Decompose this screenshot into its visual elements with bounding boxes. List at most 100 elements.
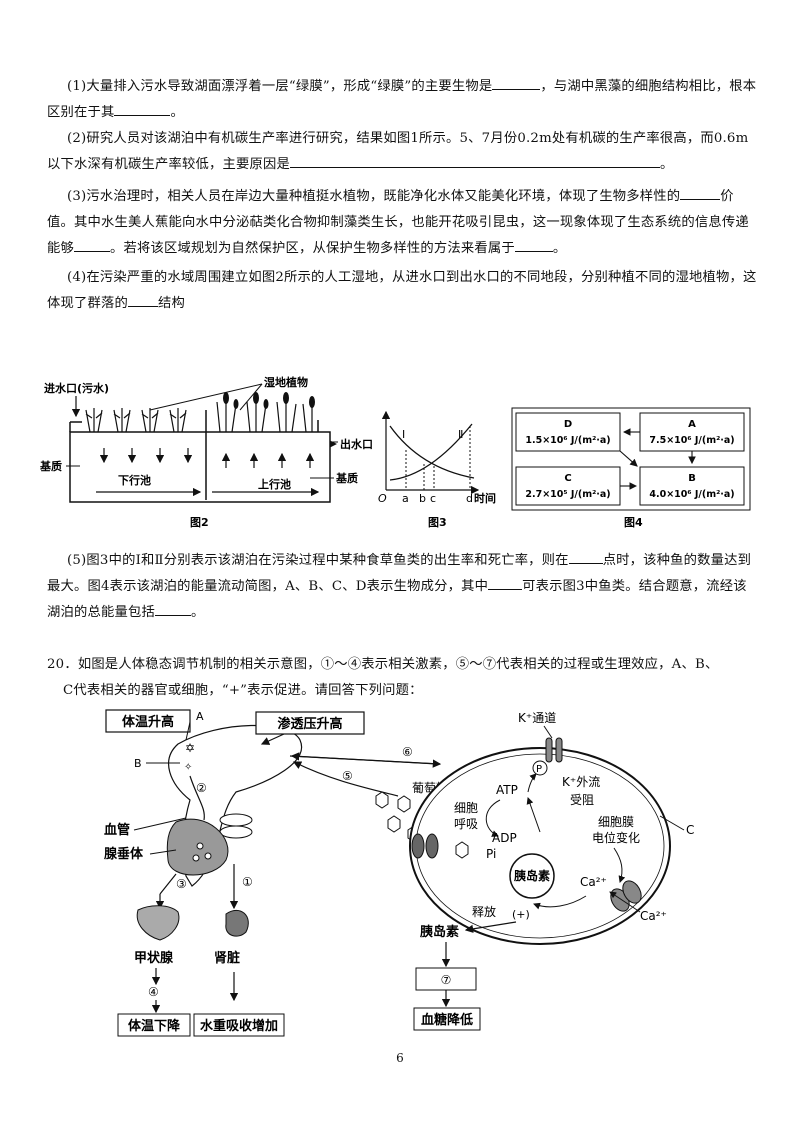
- label-a: A: [196, 710, 204, 723]
- svg-text:水重吸收增加: 水重吸收增加: [200, 1018, 278, 1034]
- svg-text:⑥: ⑥: [402, 745, 413, 759]
- svg-text:①: ①: [242, 875, 253, 889]
- svg-text:体温升高: 体温升高: [122, 714, 174, 730]
- water-reabs-box: [193, 1013, 285, 1037]
- beta-cell: [409, 747, 671, 945]
- svg-text:Ca²⁺: Ca²⁺: [640, 909, 667, 923]
- svg-text:呼吸: 呼吸: [454, 817, 478, 831]
- figures-2-3-4: 进水口(污水) 湿地植物: [39, 375, 751, 529]
- figure-homeostasis: 体温升高 A ✡ ✧ B ② 血管 腺垂体 ③ ① 甲状腺 肾脏 ④ 体温下降 …: [104, 709, 694, 1037]
- svg-text:渗透压升高: 渗透压升高: [277, 716, 342, 732]
- svg-text:C: C: [564, 473, 571, 484]
- inlet-label: 进水口(污水): [44, 381, 109, 395]
- q19-part2: (2)研究人员对该湖泊中有机碳生产率进行研究，结果如图1所示。5、7月份0.2m…: [47, 131, 749, 172]
- q19-part3: (3)污水治理时，相关人员在岸边大量种植挺水植物，既能净化水体又能美化环境，体现…: [47, 184, 759, 262]
- q20-stem: 20．如图是人体稳态调节机制的相关示意图，①～④表示相关激素，⑤～⑦代表相关的过…: [47, 657, 719, 698]
- answer-blank[interactable]: [154, 601, 191, 616]
- answer-blank[interactable]: [289, 153, 660, 168]
- tick-d: d: [466, 492, 473, 505]
- svg-text:K⁺外流: K⁺外流: [562, 775, 600, 789]
- p-label: P: [536, 764, 542, 775]
- curve-ii-label: Ⅱ: [458, 428, 463, 441]
- osmotic-up-box: [255, 711, 365, 735]
- q19-part5: (5)图3中的Ⅰ和Ⅱ分别表示该湖泊在污染过程中某种食草鱼类的出生率和死亡率，则在…: [47, 548, 759, 626]
- svg-text:受阻: 受阻: [570, 793, 594, 807]
- svg-text:2.7×10⁵ J/(m²·a): 2.7×10⁵ J/(m²·a): [525, 489, 610, 500]
- insulin-out-label: 胰岛素: [420, 924, 459, 940]
- svg-text:体温下降: 体温下降: [128, 1018, 181, 1034]
- answer-blank[interactable]: [74, 237, 110, 252]
- outlet-label: 出水口: [340, 437, 373, 451]
- svg-text:7.5×10⁶ J/(m²·a): 7.5×10⁶ J/(m²·a): [649, 435, 734, 446]
- box-a: [639, 412, 745, 452]
- substrate-label-left: 基质: [39, 459, 62, 473]
- thyroid-icon: [136, 905, 180, 941]
- substrate-label-right: 基质: [335, 471, 358, 485]
- curve-i: [389, 425, 475, 479]
- svg-text:⑤: ⑤: [342, 769, 353, 783]
- pituitary-label: 腺垂体: [104, 846, 144, 862]
- tick-a: a: [402, 492, 409, 505]
- answer-blank[interactable]: [114, 101, 171, 116]
- svg-text:细胞膜: 细胞膜: [598, 815, 634, 829]
- vessel-label: 血管: [104, 822, 130, 838]
- svg-text:细胞: 细胞: [454, 801, 478, 815]
- page-number: 6: [396, 1051, 404, 1065]
- star-neuron-icon: ✧: [184, 762, 192, 773]
- box-d: [515, 412, 621, 452]
- q19-part4: (4)在污染严重的水域周围建立如图2所示的人工湿地，从进水口到出水口的不同地段，…: [47, 270, 757, 311]
- temp-down-box: [117, 1013, 191, 1037]
- svg-text:ADP: ADP: [492, 831, 517, 845]
- svg-text:释放: 释放: [472, 904, 496, 919]
- answer-blank[interactable]: [680, 185, 721, 200]
- figure-2: 进水口(污水) 湿地植物: [39, 375, 373, 529]
- answer-blank[interactable]: [488, 575, 523, 590]
- answer-blank[interactable]: [127, 292, 158, 307]
- svg-text:A: A: [688, 419, 696, 430]
- curve-ii: [389, 423, 473, 481]
- label-c: C: [686, 823, 694, 837]
- q19-part1: (1)大量排入污水导致湖面漂浮着一层“绿膜”，形成“绿膜”的主要生物是，与湖中黑…: [47, 74, 759, 126]
- svg-text:胰岛素: 胰岛素: [514, 868, 550, 883]
- svg-text:1.5×10⁶ J/(m²·a): 1.5×10⁶ J/(m²·a): [525, 435, 610, 446]
- k-channel-label: K⁺通道: [518, 711, 556, 725]
- star-neuron-icon: ✡: [185, 741, 195, 755]
- svg-text:B: B: [688, 473, 696, 484]
- svg-text:Pi: Pi: [486, 847, 496, 861]
- answer-blank[interactable]: [568, 549, 603, 564]
- up-pool-label: 上行池: [258, 477, 291, 491]
- svg-text:D: D: [564, 419, 572, 430]
- figure-3: Ⅰ Ⅱ O a b c d 时间 图3: [378, 410, 496, 529]
- svg-text:⑦: ⑦: [441, 973, 452, 987]
- svg-text:③: ③: [176, 877, 187, 891]
- box-b: [639, 466, 745, 506]
- svg-text:ATP: ATP: [496, 783, 518, 797]
- figure-4-caption: 图4: [624, 516, 643, 529]
- svg-text:(+): (+): [512, 908, 530, 921]
- tick-b: b: [419, 492, 426, 505]
- svg-text:4.0×10⁶ J/(m²·a): 4.0×10⁶ J/(m²·a): [649, 489, 734, 500]
- figure-2-caption: 图2: [190, 516, 209, 529]
- answer-blank[interactable]: [492, 75, 541, 90]
- kidney-icon: [225, 909, 249, 937]
- kidney-label: 肾脏: [214, 950, 240, 966]
- tick-c: c: [430, 492, 436, 505]
- glucose-transporter-icon: [411, 833, 425, 859]
- box-c: [515, 466, 621, 506]
- figure-3-caption: 图3: [428, 516, 447, 529]
- body-temp-up-box: [105, 709, 191, 733]
- down-pool-label: 下行池: [118, 473, 151, 487]
- plants-label: 湿地植物: [264, 375, 308, 389]
- svg-text:电位变化: 电位变化: [592, 830, 640, 845]
- k-channel-icon: [545, 737, 553, 763]
- thyroid-label: 甲状腺: [134, 950, 174, 966]
- x-axis-label: 时间: [474, 491, 496, 505]
- svg-text:④: ④: [148, 985, 159, 999]
- svg-text:血糖降低: 血糖降低: [421, 1012, 473, 1028]
- sugar-down-box: [413, 1007, 481, 1031]
- answer-blank[interactable]: [514, 237, 553, 252]
- curve-i-label: Ⅰ: [402, 428, 405, 441]
- figure-4: D 1.5×10⁶ J/(m²·a) A 7.5×10⁶ J/(m²·a) C …: [511, 407, 751, 529]
- insulin-vesicle: [509, 853, 555, 899]
- svg-text:②: ②: [196, 781, 207, 795]
